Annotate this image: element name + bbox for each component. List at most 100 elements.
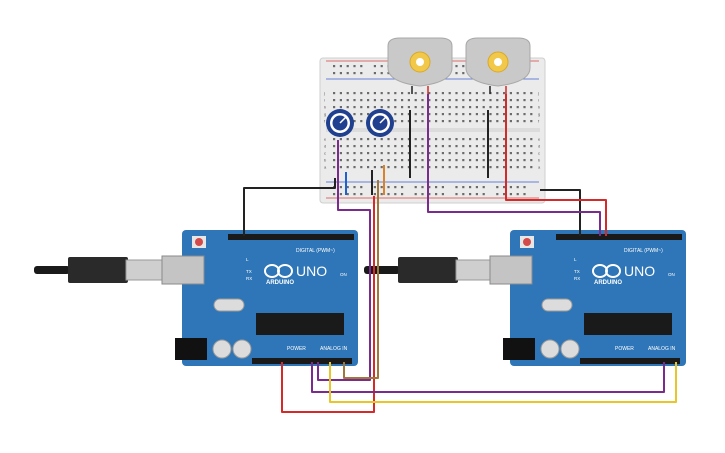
breadboard-hole[interactable]: [401, 152, 404, 155]
breadboard-hole[interactable]: [462, 92, 465, 95]
breadboard-hole[interactable]: [469, 99, 472, 102]
breadboard-hole[interactable]: [387, 166, 390, 169]
breadboard-hole[interactable]: [530, 166, 533, 169]
breadboard-hole[interactable]: [462, 113, 465, 116]
breadboard-hole[interactable]: [516, 106, 519, 109]
breadboard-hole[interactable]: [516, 92, 519, 95]
breadboard-hole[interactable]: [428, 145, 431, 148]
rail-hole[interactable]: [339, 72, 342, 75]
breadboard-hole[interactable]: [448, 113, 451, 116]
rail-hole[interactable]: [401, 186, 404, 189]
breadboard-hole[interactable]: [448, 120, 451, 123]
breadboard-hole[interactable]: [516, 138, 519, 141]
rail-hole[interactable]: [353, 193, 356, 196]
breadboard-hole[interactable]: [516, 120, 519, 123]
breadboard-hole[interactable]: [530, 113, 533, 116]
breadboard-hole[interactable]: [455, 120, 458, 123]
rail-hole[interactable]: [462, 65, 465, 68]
wire-purple-motor-1[interactable]: [427, 94, 601, 236]
rail-hole[interactable]: [360, 186, 363, 189]
breadboard-hole[interactable]: [482, 92, 485, 95]
breadboard-hole[interactable]: [401, 120, 404, 123]
breadboard-hole[interactable]: [496, 166, 499, 169]
rail-hole[interactable]: [380, 65, 383, 68]
breadboard-hole[interactable]: [516, 166, 519, 169]
breadboard-hole[interactable]: [401, 92, 404, 95]
breadboard-hole[interactable]: [407, 92, 410, 95]
breadboard-hole[interactable]: [353, 152, 356, 155]
breadboard-hole[interactable]: [367, 92, 370, 95]
breadboard-hole[interactable]: [462, 159, 465, 162]
breadboard-hole[interactable]: [435, 152, 438, 155]
breadboard-hole[interactable]: [503, 99, 506, 102]
rail-hole[interactable]: [346, 65, 349, 68]
breadboard-hole[interactable]: [353, 159, 356, 162]
breadboard-hole[interactable]: [441, 159, 444, 162]
breadboard-hole[interactable]: [346, 92, 349, 95]
rail-hole[interactable]: [387, 186, 390, 189]
breadboard-hole[interactable]: [373, 159, 376, 162]
breadboard-hole[interactable]: [360, 166, 363, 169]
breadboard-hole[interactable]: [407, 152, 410, 155]
breadboard-hole[interactable]: [475, 106, 478, 109]
breadboard-hole[interactable]: [373, 138, 376, 141]
breadboard-hole[interactable]: [428, 138, 431, 141]
rail-hole[interactable]: [496, 186, 499, 189]
breadboard-hole[interactable]: [523, 106, 526, 109]
breadboard-hole[interactable]: [414, 166, 417, 169]
breadboard-hole[interactable]: [435, 145, 438, 148]
breadboard-hole[interactable]: [482, 106, 485, 109]
breadboard-hole[interactable]: [367, 145, 370, 148]
breadboard-hole[interactable]: [462, 106, 465, 109]
breadboard-hole[interactable]: [475, 113, 478, 116]
breadboard-hole[interactable]: [414, 92, 417, 95]
breadboard-hole[interactable]: [455, 145, 458, 148]
breadboard-hole[interactable]: [414, 145, 417, 148]
breadboard-hole[interactable]: [455, 106, 458, 109]
breadboard-hole[interactable]: [435, 113, 438, 116]
breadboard-hole[interactable]: [333, 106, 336, 109]
breadboard-hole[interactable]: [482, 152, 485, 155]
rail-hole[interactable]: [387, 72, 390, 75]
breadboard-hole[interactable]: [380, 92, 383, 95]
rail-hole[interactable]: [516, 193, 519, 196]
breadboard-hole[interactable]: [394, 113, 397, 116]
rail-hole[interactable]: [441, 186, 444, 189]
breadboard-hole[interactable]: [387, 92, 390, 95]
rail-hole[interactable]: [360, 72, 363, 75]
breadboard-hole[interactable]: [509, 99, 512, 102]
breadboard-hole[interactable]: [489, 113, 492, 116]
rail-hole[interactable]: [462, 72, 465, 75]
breadboard-hole[interactable]: [414, 99, 417, 102]
breadboard-hole[interactable]: [401, 99, 404, 102]
breadboard-hole[interactable]: [489, 120, 492, 123]
breadboard-hole[interactable]: [421, 145, 424, 148]
breadboard-hole[interactable]: [373, 145, 376, 148]
breadboard-hole[interactable]: [496, 92, 499, 95]
breadboard-hole[interactable]: [455, 99, 458, 102]
rail-hole[interactable]: [435, 193, 438, 196]
rail-hole[interactable]: [435, 186, 438, 189]
breadboard-hole[interactable]: [469, 145, 472, 148]
breadboard-hole[interactable]: [496, 145, 499, 148]
rail-hole[interactable]: [346, 186, 349, 189]
rail-hole[interactable]: [428, 193, 431, 196]
rail-hole[interactable]: [523, 193, 526, 196]
breadboard-hole[interactable]: [360, 99, 363, 102]
breadboard-hole[interactable]: [414, 113, 417, 116]
breadboard-hole[interactable]: [333, 145, 336, 148]
breadboard-hole[interactable]: [407, 159, 410, 162]
rail-hole[interactable]: [339, 65, 342, 68]
breadboard-hole[interactable]: [469, 92, 472, 95]
breadboard-hole[interactable]: [496, 99, 499, 102]
breadboard-hole[interactable]: [523, 138, 526, 141]
breadboard-hole[interactable]: [496, 113, 499, 116]
breadboard-hole[interactable]: [394, 138, 397, 141]
breadboard-hole[interactable]: [421, 120, 424, 123]
breadboard-hole[interactable]: [360, 106, 363, 109]
rail-hole[interactable]: [346, 72, 349, 75]
breadboard-hole[interactable]: [469, 106, 472, 109]
breadboard-hole[interactable]: [482, 99, 485, 102]
breadboard-hole[interactable]: [503, 159, 506, 162]
wire-yellow[interactable]: [329, 362, 677, 403]
